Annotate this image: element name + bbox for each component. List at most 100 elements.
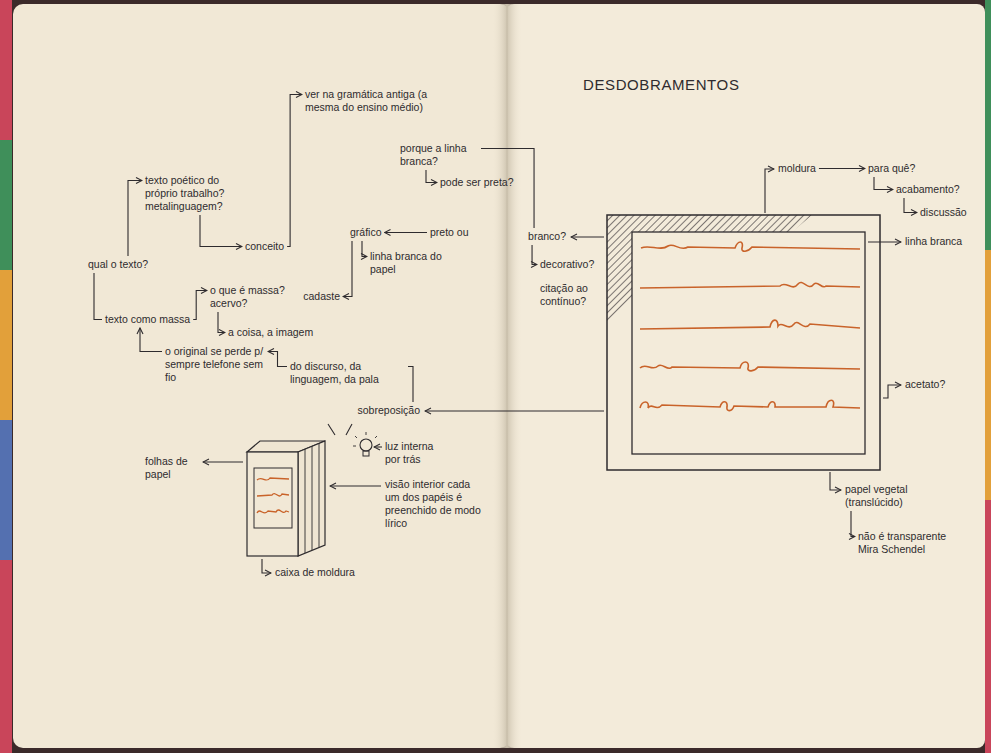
orange-text-line [640, 320, 860, 329]
cover-stripe [0, 270, 12, 420]
mind-map-note: cadaste [303, 290, 340, 303]
note-text: cadaste [303, 290, 340, 303]
mind-map-note: texto poético do próprio trabalho? metal… [145, 174, 245, 213]
leader-line [203, 461, 243, 462]
box-sheet-lines [305, 443, 319, 553]
connector-arrow [874, 177, 893, 190]
connector-arrow [128, 181, 142, 257]
mind-map-note: do discurso, da linguagem, da pala [290, 360, 405, 386]
note-text: porque a linha branca? [400, 142, 478, 168]
note-text: acabamento? [896, 183, 960, 196]
connector-arrow [218, 312, 225, 333]
box-front [247, 452, 298, 556]
connector-arrow [287, 95, 302, 247]
mind-map-note: papel vegetal (translúcido) [845, 483, 935, 509]
leader-line [830, 472, 841, 490]
note-text: sobreposição [358, 404, 420, 417]
note-text: papel vegetal (translúcido) [845, 483, 935, 509]
leader-line [425, 410, 604, 411]
mind-map-note: a coisa, a imagem [228, 326, 313, 339]
note-text: preto ou [430, 226, 469, 239]
mind-map-note: discussão [920, 206, 967, 219]
cover-stripe [985, 0, 991, 250]
note-text: para quê? [868, 162, 915, 175]
leader-line [262, 559, 271, 573]
mind-map-note: acabamento? [896, 183, 960, 196]
hatched-frame-shadow [607, 215, 812, 322]
note-text: acetato? [905, 378, 945, 391]
note-text: luz interna por trás [385, 440, 447, 466]
mind-map-note: gráfico [350, 226, 382, 239]
note-text: do discurso, da linguagem, da pala [290, 360, 405, 386]
mind-map-note: sobreposição [358, 404, 420, 417]
mind-map-note: branco? [528, 230, 566, 243]
mind-map-note: não é transparente Mira Schendel [858, 530, 958, 556]
mind-map-note: ver na gramática antiga (a mesma do ensi… [305, 88, 455, 114]
mind-map-note: acetato? [905, 378, 945, 391]
connector-arrow [532, 245, 537, 265]
note-text: branco? [528, 230, 566, 243]
note-text: linha branca [905, 235, 962, 248]
note-text: citação ao contínuo? [540, 282, 600, 308]
mind-map-note: qual o texto? [88, 258, 148, 271]
cover-stripe [985, 250, 991, 500]
lightbulb [360, 439, 372, 451]
cover-stripe [0, 420, 12, 560]
mind-map-note: decorativo? [540, 258, 594, 271]
orange-text-line [640, 282, 860, 288]
connector-arrow [362, 241, 367, 257]
mind-map-note: texto como massa [105, 313, 190, 326]
connector-arrow [94, 273, 102, 320]
connector-arrow [193, 291, 207, 320]
mind-map-note: o original se perde p/ sempre telefone s… [165, 345, 265, 384]
mind-map-note: preto ou [430, 226, 469, 239]
mind-map-note: linha branca do papel [370, 250, 452, 276]
connector-arrow [343, 241, 352, 297]
leader-line [374, 446, 382, 447]
mind-map-note: moldura [778, 162, 816, 175]
note-text: linha branca do papel [370, 250, 452, 276]
mind-map-note: o que é massa? acervo? [210, 284, 288, 310]
note-text: ver na gramática antiga (a mesma do ensi… [305, 88, 455, 114]
note-text: não é transparente Mira Schendel [858, 530, 958, 556]
connector-arrow [426, 170, 437, 183]
orange-text-line [257, 494, 289, 496]
note-text: o original se perde p/ sempre telefone s… [165, 345, 265, 384]
leader-line [330, 485, 381, 486]
connector-arrow [851, 511, 855, 537]
mind-map-note: visão interior cada um dos papéis é pree… [385, 478, 487, 530]
mind-map-note: para quê? [868, 162, 915, 175]
leader-line [883, 385, 901, 398]
orange-text-line [257, 478, 289, 480]
box-side [298, 441, 325, 556]
mind-map-note: folhas de papel [145, 455, 200, 481]
leader-line [571, 236, 604, 237]
orange-text-line [640, 400, 860, 410]
inner-frame [632, 232, 865, 454]
note-text: gráfico [350, 226, 382, 239]
mind-map-note: pode ser preta? [440, 176, 514, 189]
note-text: pode ser preta? [440, 176, 514, 189]
cover-stripe [0, 140, 12, 270]
note-text: texto como massa [105, 313, 190, 326]
cover-stripe [985, 500, 991, 753]
mind-map-note: porque a linha branca? [400, 142, 478, 168]
gutter-fold [507, 4, 508, 748]
outer-frame [607, 215, 880, 470]
note-text: folhas de papel [145, 455, 200, 481]
connector-arrow [408, 367, 413, 403]
leader-line [868, 241, 901, 242]
note-text: discussão [920, 206, 967, 219]
connector-arrow [268, 352, 287, 367]
lightbulb-base [363, 451, 369, 456]
connector-arrow [385, 232, 427, 233]
page-gutter [492, 4, 522, 748]
orange-text-line [257, 510, 289, 513]
note-text: conceito [245, 240, 284, 253]
connector-arrow [140, 328, 162, 352]
note-text: o que é massa? acervo? [210, 284, 288, 310]
